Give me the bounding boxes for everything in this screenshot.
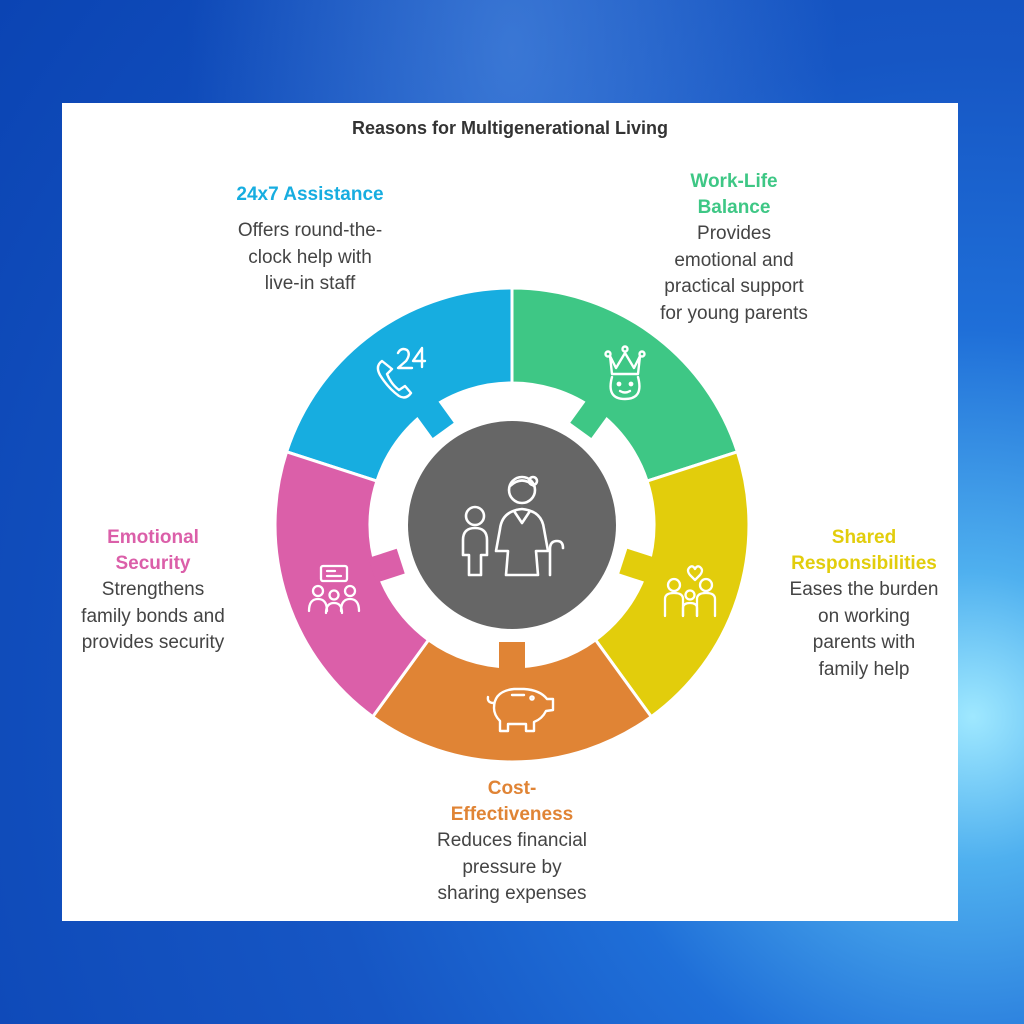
- label-shared-title: Shared Responsibilities: [791, 527, 937, 574]
- label-emotional: Emotional Security Strengthens family bo…: [62, 525, 244, 657]
- segment-emotional[interactable]: [273, 449, 431, 719]
- label-emotional-title: Emotional Security: [107, 527, 199, 574]
- label-work-life-title: Work-Life Balance: [690, 171, 778, 218]
- child-and-grandparent-icon: [461, 475, 565, 577]
- label-cost: Cost- Effectiveness Reduces financial pr…: [402, 776, 622, 908]
- label-shared: Shared Responsibilities Eases the burden…: [770, 525, 958, 683]
- center-disc: [408, 421, 616, 629]
- segment-assistance[interactable]: [284, 286, 514, 483]
- diagram-title: Reasons for Multigenerational Living: [351, 118, 669, 138]
- connector-emotional: [368, 548, 405, 583]
- connector-work-life: [570, 398, 609, 438]
- connector-assistance: [415, 398, 454, 438]
- label-emotional-desc: Strengthens family bonds and provides se…: [81, 579, 225, 653]
- label-cost-title: Cost- Effectiveness: [450, 778, 574, 825]
- crowned-woman-icon: [604, 345, 646, 401]
- label-cost-desc: Reduces financial pressure by sharing ex…: [437, 830, 587, 904]
- connector-cost: [499, 642, 525, 672]
- label-work-life-desc: Provides emotional and practical support…: [660, 223, 808, 324]
- segment-cost[interactable]: [370, 637, 654, 764]
- segment-shared[interactable]: [593, 449, 751, 719]
- label-assistance: 24x7 Assistance Offers round-the- clock …: [180, 182, 440, 298]
- diagram-card: Reasons for Multigenerational Living: [62, 103, 958, 921]
- segment-work-life[interactable]: [510, 286, 740, 483]
- label-shared-desc: Eases the burden on working parents with…: [789, 579, 939, 680]
- piggy-bank-icon: [486, 687, 555, 733]
- label-assistance-desc: Offers round-the- clock help with live-i…: [237, 220, 383, 294]
- family-group-icon: [307, 564, 361, 615]
- phone-24-icon: [376, 346, 427, 399]
- label-assistance-title: 24x7 Assistance: [236, 184, 384, 205]
- wheel-diagram: [273, 286, 751, 764]
- family-heart-icon: [663, 565, 717, 618]
- connector-shared: [619, 548, 656, 583]
- label-work-life: Work-Life Balance Provides emotional and…: [624, 169, 844, 327]
